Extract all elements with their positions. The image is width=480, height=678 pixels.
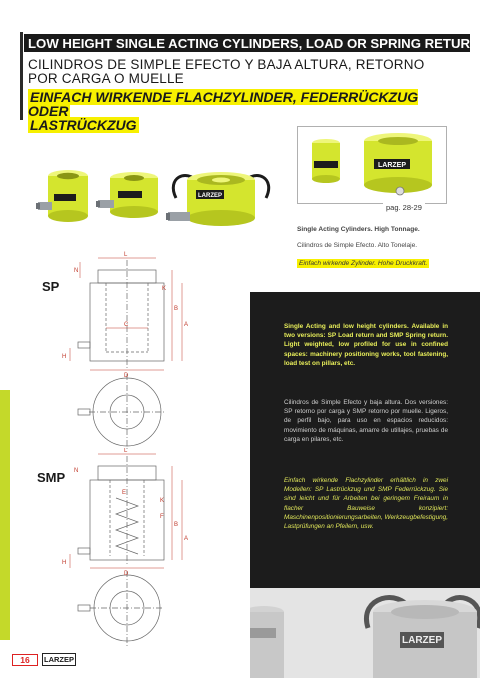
description-de: Einfach wirkende Flachzylinder erhältlic… xyxy=(284,477,449,531)
smp-dim-L: L xyxy=(124,448,128,454)
description-panel xyxy=(250,292,480,588)
high-tonnage-cylinders-image: LARZEP xyxy=(312,133,432,196)
side-accent-bar xyxy=(0,390,10,640)
sp-dim-A: A xyxy=(184,322,188,328)
description-es: Cilindros de Simple Efecto y baja altura… xyxy=(284,399,448,443)
brand-logo: LARZEP xyxy=(42,653,76,666)
cylinder-brand-label: LARZEP xyxy=(198,193,222,199)
cylinder-small-image xyxy=(36,170,88,222)
page-title-es: CILINDROS DE SIMPLE EFECTO Y BAJA ALTURA… xyxy=(28,57,425,86)
sp-dim-N: N xyxy=(74,268,78,274)
page-title-en: LOW HEIGHT SINGLE ACTING CYLINDERS, LOAD… xyxy=(28,36,480,51)
title-bar: LOW HEIGHT SINGLE ACTING CYLINDERS, LOAD… xyxy=(24,34,480,52)
page-title-de: EINFACH WIRKENDE FLACHZYLINDER, FEDERRÜC… xyxy=(28,89,458,133)
faded-cylinder-photo: LARZEP xyxy=(250,588,480,678)
smp-technical-drawing: L B A D H N K F E xyxy=(62,448,188,646)
page-title-de-line2: LASTRÜCKZUG xyxy=(28,117,139,133)
sp-dim-B: B xyxy=(174,306,178,312)
model-label-smp: SMP xyxy=(37,470,66,485)
sp-dim-K: K xyxy=(162,286,166,292)
description-en: Single Acting and low height cylinders. … xyxy=(284,323,448,367)
smp-dim-E: E xyxy=(122,490,126,496)
high-tonnage-photo-box: LARZEP xyxy=(297,126,447,204)
cylinder-medium-image xyxy=(96,172,158,218)
smp-dim-A: A xyxy=(184,536,188,542)
smp-dim-B: B xyxy=(174,522,178,528)
sp-dim-H: H xyxy=(62,354,66,360)
sp-technical-drawing: L B A D C H N K xyxy=(62,252,188,450)
smp-dim-F: F xyxy=(160,514,164,520)
caption-es: Cilindros de Simple Efecto. Alto Tonelaj… xyxy=(297,242,418,249)
sp-dim-D: D xyxy=(124,373,129,379)
cylinder-large-image: LARZEP xyxy=(166,172,270,226)
faded-photo-brand-label: LARZEP xyxy=(402,635,442,646)
page-number: 16 xyxy=(12,654,38,666)
smp-dim-N: N xyxy=(74,468,78,474)
page-reference: pag. 28-29 xyxy=(383,203,425,212)
sp-dim-L: L xyxy=(124,252,128,258)
product-photo-row: LARZEP xyxy=(36,170,270,226)
smp-dim-D: D xyxy=(124,571,129,577)
caption-en: Single Acting Cylinders. High Tonnage. xyxy=(297,226,420,233)
smp-dim-K: K xyxy=(160,498,164,504)
header-frame-line xyxy=(20,32,23,120)
page-title-de-line1: EINFACH WIRKENDE FLACHZYLINDER, FEDERRÜC… xyxy=(28,89,419,119)
photo-box-brand-label: LARZEP xyxy=(378,162,406,169)
sp-dim-C: C xyxy=(124,322,129,328)
smp-dim-H: H xyxy=(62,560,66,566)
model-label-sp: SP xyxy=(42,279,60,294)
caption-de: Einfach wirkende Zylinder. Hohe Druckkra… xyxy=(297,259,430,268)
